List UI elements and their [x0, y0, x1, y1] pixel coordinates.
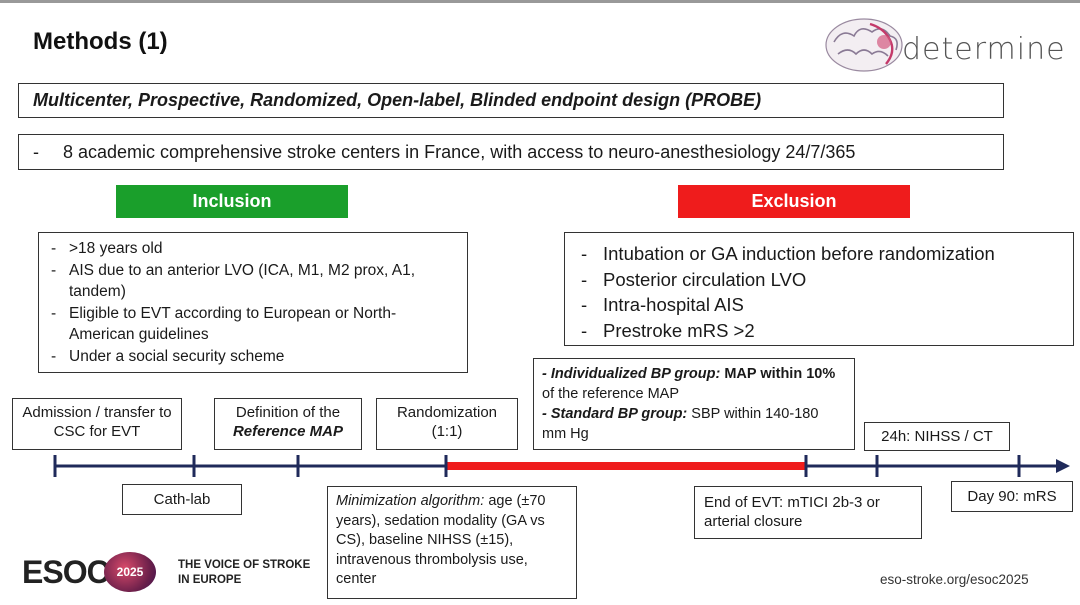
centers-box: - 8 academic comprehensive stroke centers…	[18, 134, 1004, 170]
determine-logo: determine	[820, 12, 1076, 78]
step-randomization: Randomization (1:1)	[376, 398, 518, 450]
minimization-label: Minimization algorithm:	[336, 493, 485, 509]
top-rule	[0, 0, 1080, 3]
bp-groups-box: - Individualized BP group: MAP within 10…	[533, 358, 855, 450]
inclusion-item: Under a social security scheme	[47, 346, 459, 368]
individualized-label: - Individualized BP group:	[542, 366, 721, 382]
inclusion-criteria-box: >18 years old AIS due to an anterior LVO…	[38, 232, 468, 373]
inclusion-item: AIS due to an anterior LVO (ICA, M1, M2 …	[47, 260, 459, 303]
standard-label: - Standard BP group:	[542, 406, 688, 422]
study-design-box: Multicenter, Prospective, Randomized, Op…	[18, 83, 1004, 118]
tagline-line2: IN EUROPE	[178, 574, 242, 586]
individualized-group: - Individualized BP group: MAP within 10…	[542, 364, 846, 404]
step-cathlab: Cath-lab	[122, 484, 242, 515]
inclusion-header: Inclusion	[116, 185, 348, 218]
esoc-logo-text: ESOC	[22, 554, 110, 590]
exclusion-item: Prestroke mRS >2	[575, 318, 1063, 344]
exclusion-criteria-box: Intubation or GA induction before random…	[564, 232, 1074, 346]
footer-url: eso-stroke.org/esoc2025	[880, 572, 1029, 587]
definition-line1: Definition of the	[235, 404, 341, 421]
individualized-rest: of the reference MAP	[542, 386, 680, 402]
step-end-evt: End of EVT: mTICI 2b-3 or arterial closu…	[694, 486, 922, 539]
step-admission: Admission / transfer to CSC for EVT	[12, 398, 182, 450]
randomization-line1: Randomization	[396, 404, 498, 421]
minimization-rest: age (±70 years), sedation modality (GA v…	[336, 493, 546, 587]
individualized-target: MAP within 10%	[724, 366, 836, 382]
randomization-line2: (1:1)	[431, 423, 463, 440]
timeline-arrowhead	[1056, 459, 1070, 473]
exclusion-list: Intubation or GA induction before random…	[575, 241, 1063, 343]
centers-dash: -	[33, 142, 39, 162]
inclusion-item: >18 years old	[47, 238, 459, 260]
step-definition: Definition of the Reference MAP	[214, 398, 362, 450]
exclusion-item: Posterior circulation LVO	[575, 267, 1063, 293]
esoc-tagline: THE VOICE OF STROKE IN EUROPE	[178, 558, 310, 588]
definition-line2: Reference MAP	[232, 423, 344, 440]
inclusion-list: >18 years old AIS due to an anterior LVO…	[47, 238, 459, 367]
inclusion-item: Eligible to EVT according to European or…	[47, 303, 459, 346]
minimization-box: Minimization algorithm: age (±70 years),…	[327, 486, 577, 599]
exclusion-header: Exclusion	[678, 185, 910, 218]
centers-text: 8 academic comprehensive stroke centers …	[63, 142, 856, 162]
timeline	[53, 455, 1070, 477]
standard-group: - Standard BP group: SBP within 140-180 …	[542, 404, 846, 444]
step-24h: 24h: NIHSS / CT	[864, 422, 1010, 451]
esoc-badge: 2025	[104, 552, 156, 592]
exclusion-item: Intubation or GA induction before random…	[575, 241, 1063, 267]
brain-icon	[825, 18, 903, 72]
tagline-line1: THE VOICE OF STROKE	[178, 559, 311, 571]
exclusion-item: Intra-hospital AIS	[575, 292, 1063, 318]
standard-rest: SBP within 140-180 mm Hg	[542, 406, 819, 442]
slide-title: Methods (1)	[33, 28, 168, 55]
step-day90: Day 90: mRS	[951, 481, 1073, 512]
logo-text: determine	[902, 32, 1066, 67]
